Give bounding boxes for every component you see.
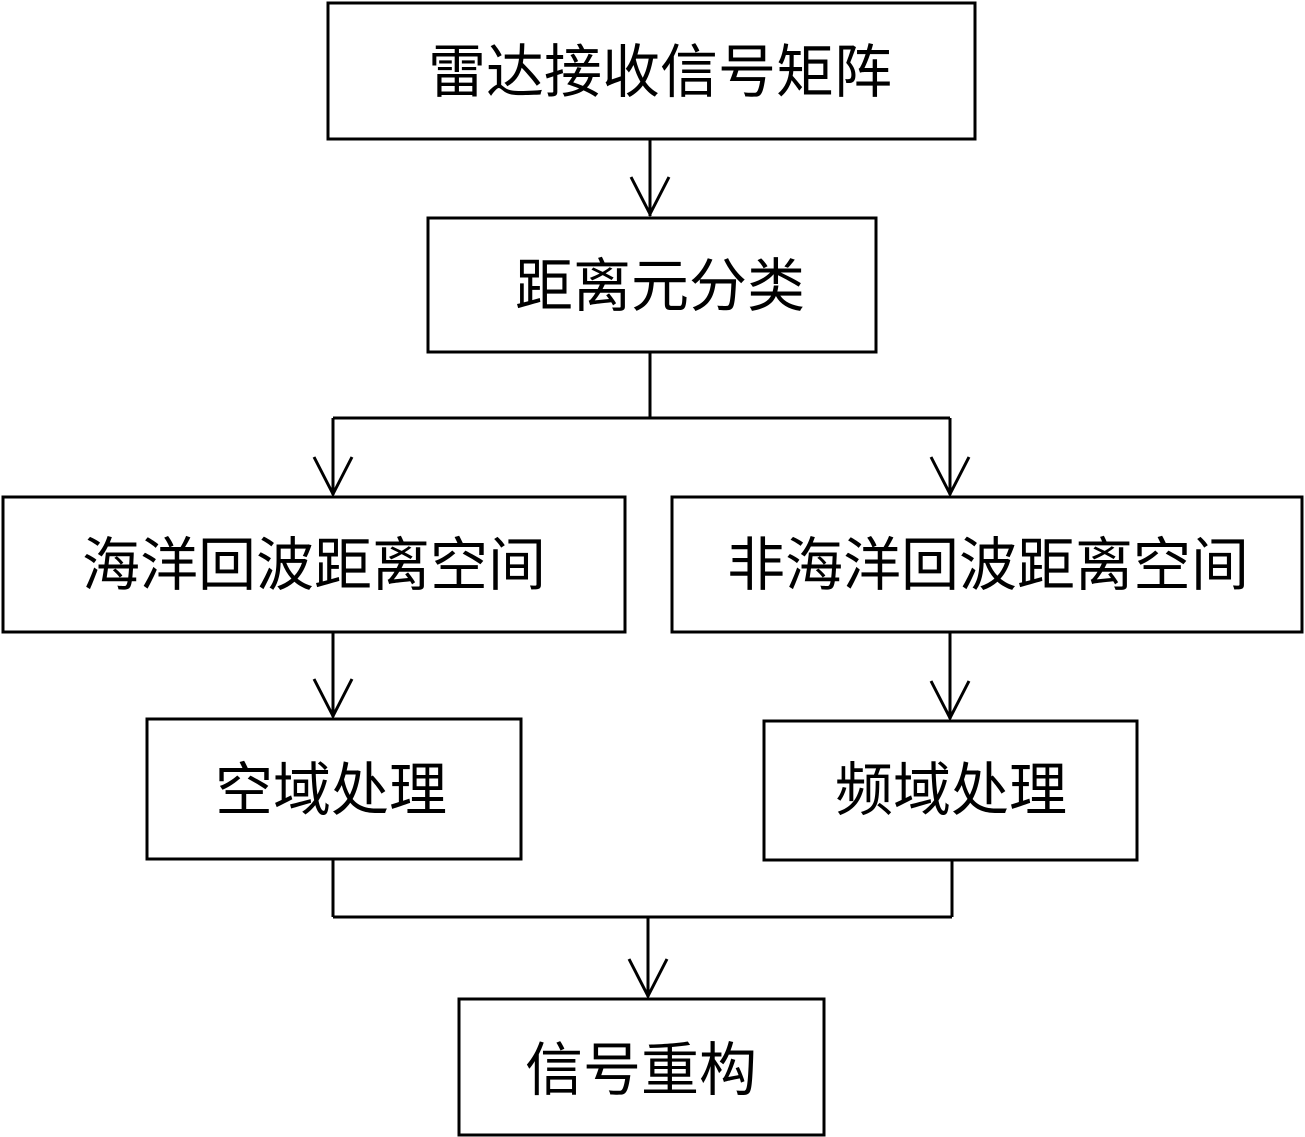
node-signal-reconstruction-box [457, 997, 826, 1137]
node-range-cell-classification: 距离元分类 [426, 216, 878, 354]
node-non-ocean-echo-range-space: 非海洋回波距离空间 [670, 495, 1304, 634]
node-radar-signal-matrix-label: 雷达接收信号矩阵 [428, 38, 892, 106]
edge-non-ocean-to-frequency-arrowhead [929, 680, 971, 722]
edge-processing-merge [331, 859, 954, 1000]
node-frequency-domain-processing-box [762, 719, 1139, 862]
edge-ocean-to-spatial-arrowhead [312, 678, 354, 720]
edge-ocean-to-spatial [312, 632, 354, 720]
node-radar-signal-matrix-box [326, 1, 977, 141]
edge-classification-to-ocean [312, 418, 354, 498]
edge-non-ocean-to-frequency [929, 632, 971, 722]
node-ocean-echo-range-space: 海洋回波距离空间 [1, 495, 627, 634]
node-non-ocean-echo-range-space-box [670, 495, 1304, 634]
edge-classification-to-non-ocean-arrowhead [929, 456, 971, 498]
node-frequency-domain-processing: 频域处理 [762, 719, 1139, 862]
edge-matrix-to-classification [629, 139, 671, 218]
node-spatial-domain-processing-label: 空域处理 [215, 756, 447, 824]
node-radar-signal-matrix: 雷达接收信号矩阵 [326, 1, 977, 141]
node-ocean-echo-range-space-box [1, 495, 627, 634]
edge-classification-to-non-ocean [929, 418, 971, 498]
node-signal-reconstruction-label: 信号重构 [525, 1036, 757, 1104]
node-ocean-echo-range-space-label: 海洋回波距离空间 [82, 531, 546, 599]
edge-merge-to-reconstruction-arrowhead [627, 958, 669, 1000]
node-range-cell-classification-box [426, 216, 878, 354]
node-non-ocean-echo-range-space-label: 非海洋回波距离空间 [727, 531, 1249, 599]
edge-classification-split [333, 352, 950, 420]
node-range-cell-classification-label: 距离元分类 [515, 252, 805, 320]
edge-matrix-to-classification-arrowhead [629, 176, 671, 218]
node-frequency-domain-processing-label: 频域处理 [835, 756, 1067, 824]
node-spatial-domain-processing: 空域处理 [145, 717, 523, 861]
edge-classification-to-ocean-arrowhead [312, 456, 354, 498]
node-signal-reconstruction: 信号重构 [457, 997, 826, 1137]
